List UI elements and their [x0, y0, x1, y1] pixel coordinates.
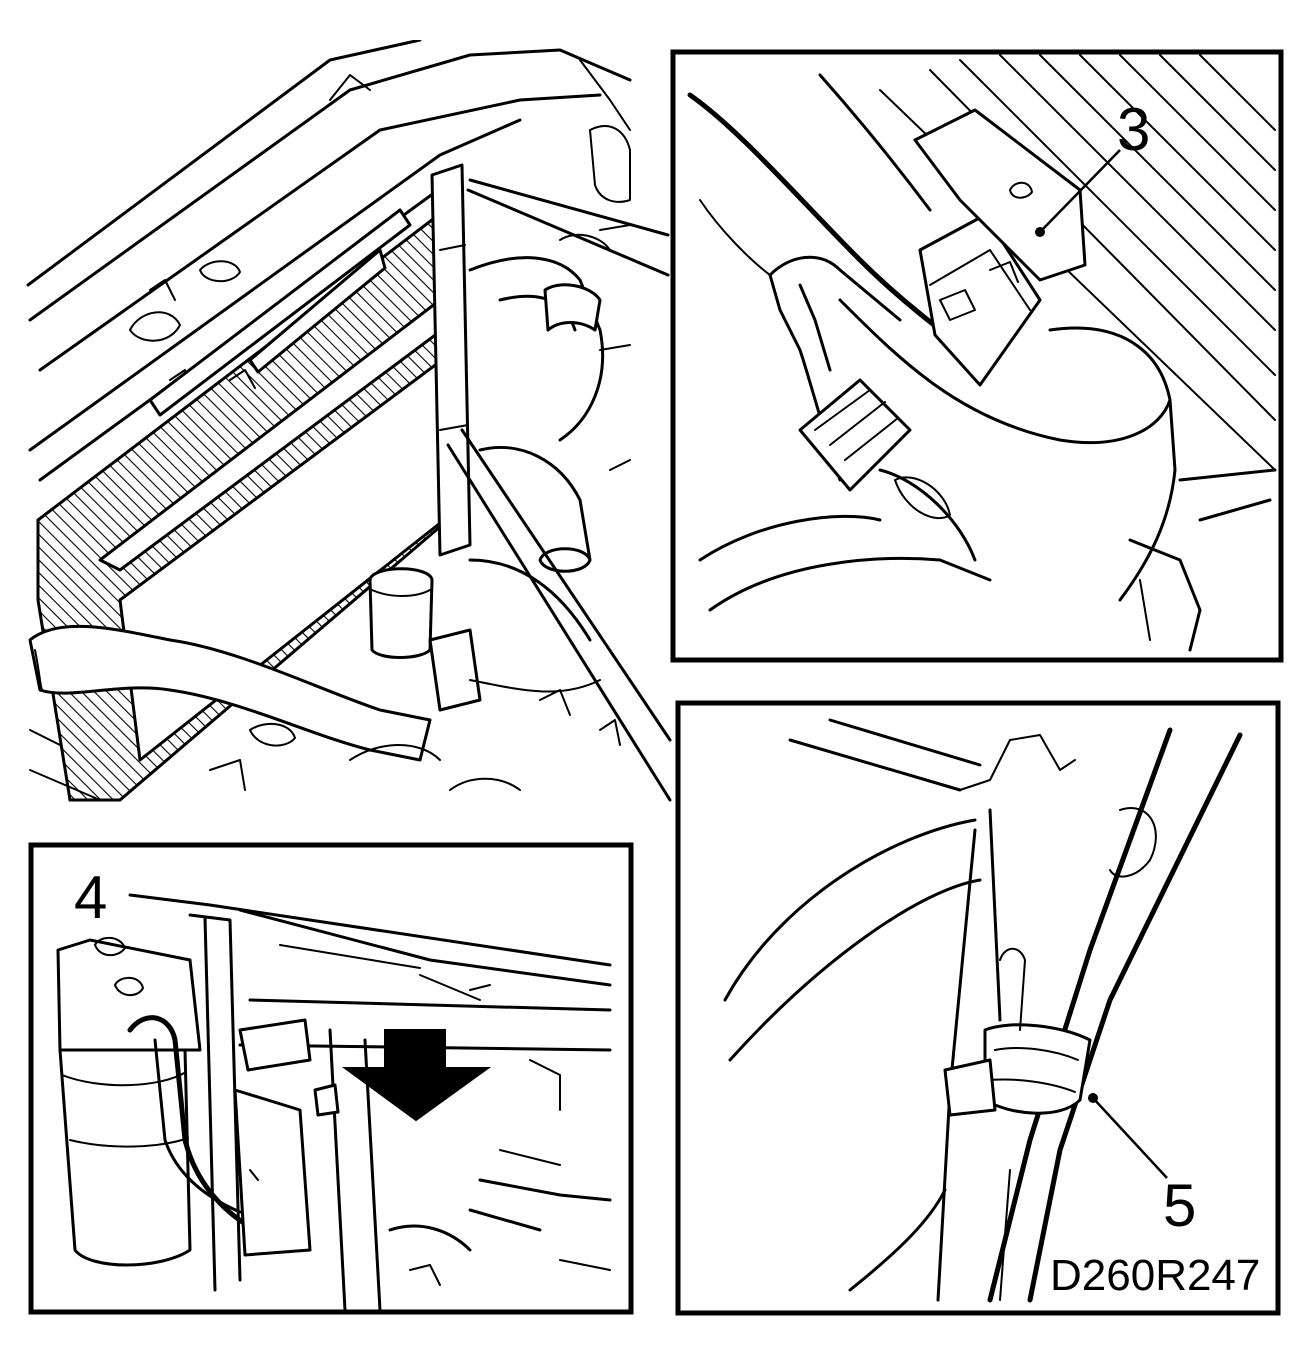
engine-bay-overview: [26, 40, 632, 802]
leader-lines: [446, 178, 672, 802]
cable-clip: [943, 947, 1092, 1117]
callout-3: 3: [1117, 96, 1150, 163]
electrical-connector: [918, 213, 1042, 387]
figure-code: D260R247: [1050, 1251, 1260, 1300]
inset-detail-3: 3: [670, 49, 1284, 663]
inset-3-frame: [670, 49, 1284, 663]
inset-4-frame: [28, 842, 634, 1315]
callout-4: 4: [74, 864, 107, 931]
lower-hose: [28, 624, 432, 762]
inset-detail-4: 4: [28, 842, 634, 1315]
direction-arrow: [341, 1029, 492, 1122]
inset-5-frame: [675, 700, 1281, 1316]
inset-detail-5: 5 D260R247: [675, 700, 1281, 1316]
callout-5: 5: [1163, 1172, 1196, 1239]
